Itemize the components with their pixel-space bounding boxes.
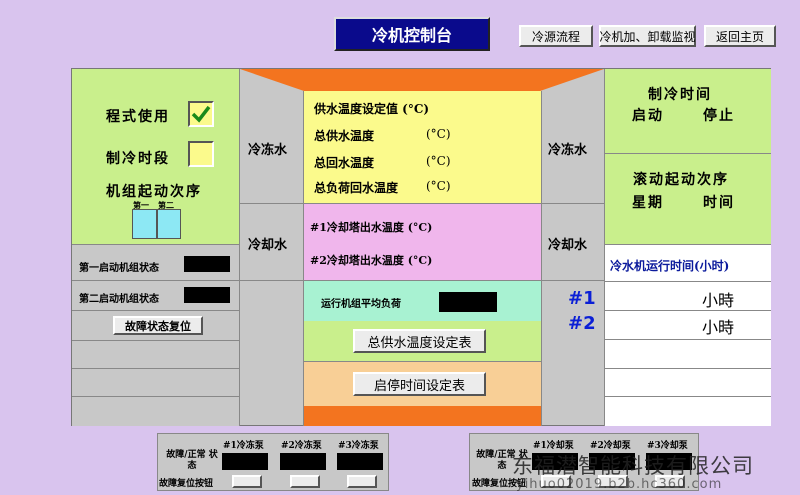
- chilled-pump-status-label: 故障/正常 状态: [166, 450, 218, 471]
- divider: [605, 310, 771, 311]
- right-schedule-panel: [605, 69, 771, 244]
- left-status-panel: [72, 244, 239, 426]
- divider: [72, 310, 239, 311]
- divider: [605, 368, 771, 369]
- divider: [240, 203, 604, 204]
- divider: [604, 69, 605, 426]
- cooling-pump-3-reset-button[interactable]: [655, 475, 685, 488]
- cooling-water-left-label: 冷却水: [248, 238, 288, 253]
- watermark-url: yihuo02019.b2b.hc360.com: [516, 477, 723, 492]
- cooling-pump-2-label: #2冷却泵: [590, 441, 631, 451]
- runtime-panel: [605, 244, 771, 426]
- second-sequence-field[interactable]: [157, 209, 181, 239]
- chiller-1-hours-label: 小時: [702, 291, 735, 310]
- chilled-pump-3-status: [337, 453, 383, 470]
- second-status-label: 第二启动机组状态: [79, 294, 159, 305]
- time-label: 时间: [703, 195, 735, 211]
- first-status-label: 第一启动机组状态: [79, 263, 159, 274]
- top-header-bar: [240, 69, 604, 91]
- chilled-water-temp-panel: [304, 91, 541, 203]
- divider: [72, 368, 239, 369]
- second-label: 第二: [158, 200, 174, 210]
- divider: [541, 91, 542, 426]
- fault-reset-button[interactable]: 故障状态复位: [113, 316, 203, 335]
- page-title: 冷机控制台: [334, 17, 490, 51]
- chilled-water-right-label: 冷冻水: [548, 143, 588, 158]
- total-supply-label: 总供水温度: [314, 129, 375, 143]
- cooling-period-label: 制冷时段: [106, 151, 170, 167]
- rolling-sequence-label: 滚动起动次序: [633, 172, 729, 188]
- cooling-pump-1-status: [532, 453, 578, 470]
- chilled-pump-3-reset-button[interactable]: [347, 475, 377, 488]
- cooling-pump-2-status: [589, 453, 635, 470]
- chilled-pump-3-label: #3冷冻泵: [338, 441, 379, 451]
- divider: [605, 339, 771, 340]
- cooling-water-temp-panel: [304, 204, 541, 280]
- chilled-pump-1-reset-button[interactable]: [232, 475, 262, 488]
- unit-label: (°C): [426, 179, 451, 193]
- divider: [304, 361, 541, 362]
- startup-sequence-label: 机组起动次序: [106, 184, 202, 200]
- return-home-button[interactable]: 返回主页: [704, 25, 776, 47]
- chilled-pump-2-reset-button[interactable]: [290, 475, 320, 488]
- divider: [303, 91, 304, 426]
- chilled-water-left-label: 冷冻水: [248, 143, 288, 158]
- divider: [605, 153, 771, 154]
- cooling-pump-3-status: [646, 453, 692, 470]
- avg-load-label: 运行机组平均负荷: [321, 299, 401, 310]
- tower1-out-label: #1冷却塔出水温度 (°C): [310, 221, 433, 234]
- supply-setpoint-label: 供水温度设定值 (°C): [314, 102, 430, 116]
- runtime-title: 冷水机运行时间(小时): [610, 259, 730, 273]
- divider: [605, 396, 771, 397]
- chilled-pump-2-label: #2冷冻泵: [281, 441, 322, 451]
- divider: [240, 280, 604, 281]
- cold-source-flow-button[interactable]: 冷源流程: [519, 25, 593, 47]
- weekday-label: 星期: [632, 195, 664, 211]
- first-label: 第一: [133, 200, 149, 210]
- chilled-pump-1-label: #1冷冻泵: [223, 441, 264, 451]
- bottom-orange-bar: [304, 406, 541, 426]
- divider: [72, 280, 239, 281]
- chiller-1-label: #1: [568, 288, 596, 309]
- cooling-pump-2-reset-button[interactable]: [598, 475, 628, 488]
- program-use-label: 程式使用: [106, 109, 170, 125]
- avg-load-display: [439, 292, 497, 312]
- cooling-pump-3-label: #3冷却泵: [647, 441, 688, 451]
- divider: [72, 396, 239, 397]
- average-load-panel: [304, 281, 541, 321]
- divider: [239, 69, 240, 426]
- watermark-company: 东福潜智能科技有限公司: [512, 454, 754, 478]
- cooling-period-checkbox[interactable]: [188, 141, 214, 167]
- program-use-checkbox[interactable]: [188, 101, 214, 127]
- unit-label: (°C): [426, 127, 451, 141]
- cooling-pump-status-label: 故障/正常 状态: [476, 450, 528, 471]
- second-status-indicator: [184, 287, 230, 303]
- start-label: 启动: [632, 108, 664, 124]
- tower2-out-label: #2冷却塔出水温度 (°C): [310, 254, 433, 267]
- checkmark-icon: [191, 105, 211, 123]
- cooling-water-right-label: 冷却水: [548, 238, 588, 253]
- cooling-pump-reset-label: 故障复位按钮: [472, 479, 527, 489]
- first-status-indicator: [184, 256, 230, 272]
- cooling-pump-1-label: #1冷却泵: [533, 441, 574, 451]
- cooling-time-label: 制冷时间: [648, 87, 712, 103]
- chilled-pump-2-status: [280, 453, 326, 470]
- unit-label: (°C): [426, 154, 451, 168]
- divider: [605, 281, 771, 282]
- chiller-2-hours-label: 小時: [702, 318, 735, 337]
- divider: [72, 340, 239, 341]
- chiller-load-monitor-button[interactable]: 冷机加、卸载监视: [599, 25, 696, 47]
- first-sequence-field[interactable]: [132, 209, 157, 239]
- total-return-label: 总回水温度: [314, 156, 375, 170]
- supply-temp-table-button[interactable]: 总供水温度设定表: [353, 329, 486, 353]
- cooling-pump-1-reset-button[interactable]: [541, 475, 571, 488]
- total-load-return-label: 总负荷回水温度: [314, 181, 399, 195]
- chiller-2-label: #2: [568, 313, 596, 334]
- chilled-pump-1-status: [222, 453, 268, 470]
- stop-label: 停止: [703, 108, 735, 124]
- chilled-pump-reset-label: 故障复位按钮: [159, 479, 214, 489]
- start-stop-time-table-button[interactable]: 启停时间设定表: [353, 372, 486, 396]
